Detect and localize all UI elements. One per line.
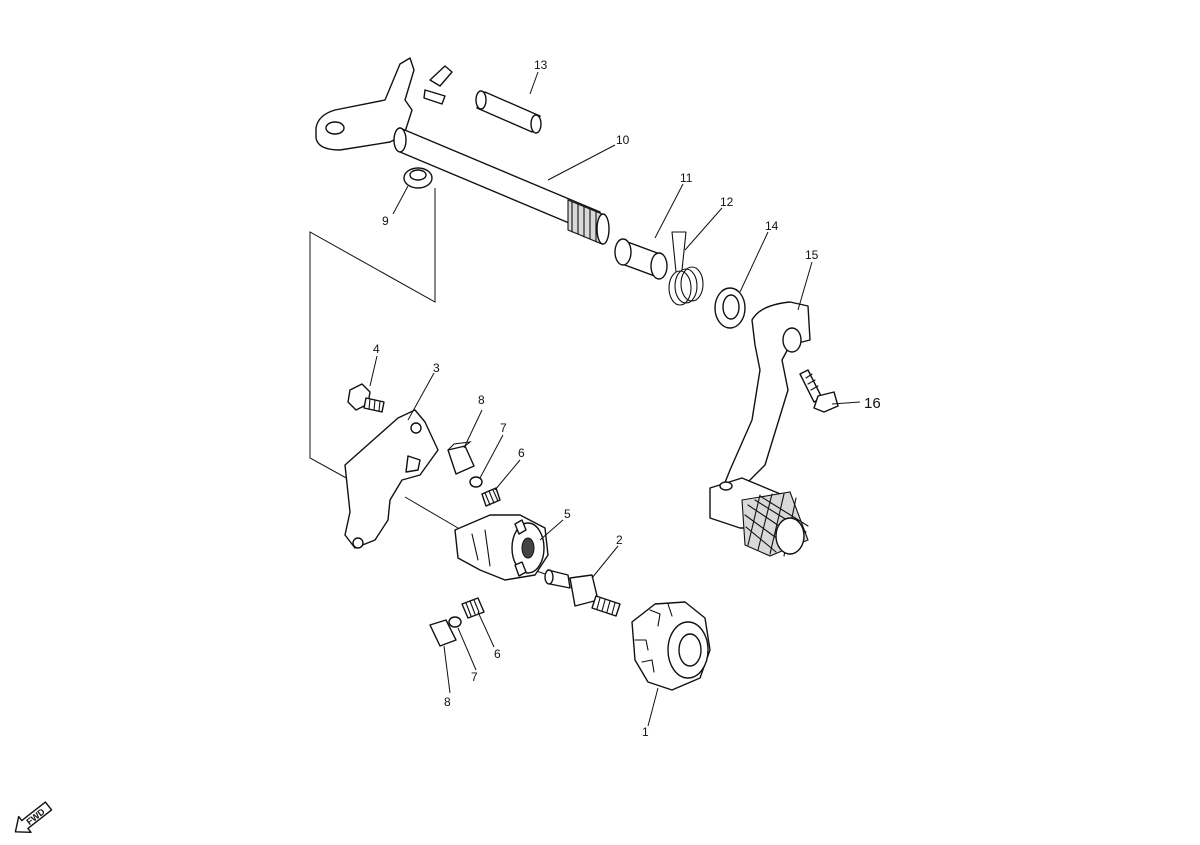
part-10-shift-shaft: [315, 57, 610, 245]
callout-15: 15: [805, 248, 819, 262]
callout-8-lower: 8: [444, 695, 451, 709]
callout-4: 4: [373, 342, 380, 356]
callout-3: 3: [433, 361, 440, 375]
part-8-pawl-lower: [429, 619, 457, 647]
callout-7-lower: 7: [471, 670, 478, 684]
callout-9: 9: [382, 214, 389, 228]
callout-7-upper: 7: [500, 421, 507, 435]
callout-11: 11: [680, 171, 693, 185]
callout-6-upper: 6: [518, 446, 525, 460]
leader-lines: [369, 71, 861, 727]
callout-8-upper: 8: [478, 393, 485, 407]
part-13-pin: [475, 90, 542, 134]
part-8-pawl-upper: [447, 441, 475, 475]
part-5-segment: [454, 514, 549, 581]
callout-16: 16: [864, 395, 881, 412]
callout-5: 5: [564, 507, 571, 521]
callout-6-lower: 6: [494, 647, 501, 661]
part-4-bolt: [347, 383, 385, 413]
part-11-collar: [614, 238, 668, 280]
part-15-shift-pedal: [709, 301, 811, 557]
part-2-stepped-bolt: [544, 569, 621, 617]
part-12-torsion-spring: [668, 231, 704, 306]
part-14-oil-seal: [714, 287, 746, 329]
part-9-washer: [403, 167, 433, 189]
part-1-shift-cam: [631, 601, 711, 691]
callout-12: 12: [720, 195, 734, 209]
callout-14: 14: [765, 219, 779, 233]
part-6-spring-upper: [481, 487, 501, 507]
callout-13: 13: [534, 58, 548, 72]
part-7-pin-lower: [448, 616, 462, 628]
part-16-bolt: [799, 369, 839, 413]
callout-labels: 13 10 11 12 14 15 16 9 4 3 8 7 6 5 2 6 7…: [373, 58, 881, 739]
callout-2: 2: [616, 533, 623, 547]
part-3-stopper-plate: [344, 409, 439, 549]
callout-1: 1: [642, 725, 649, 739]
fwd-arrow-icon: FWD: [14, 801, 53, 834]
part-7-pin-upper: [469, 476, 483, 488]
callout-10: 10: [616, 133, 630, 147]
part-6-spring-lower: [461, 597, 485, 619]
